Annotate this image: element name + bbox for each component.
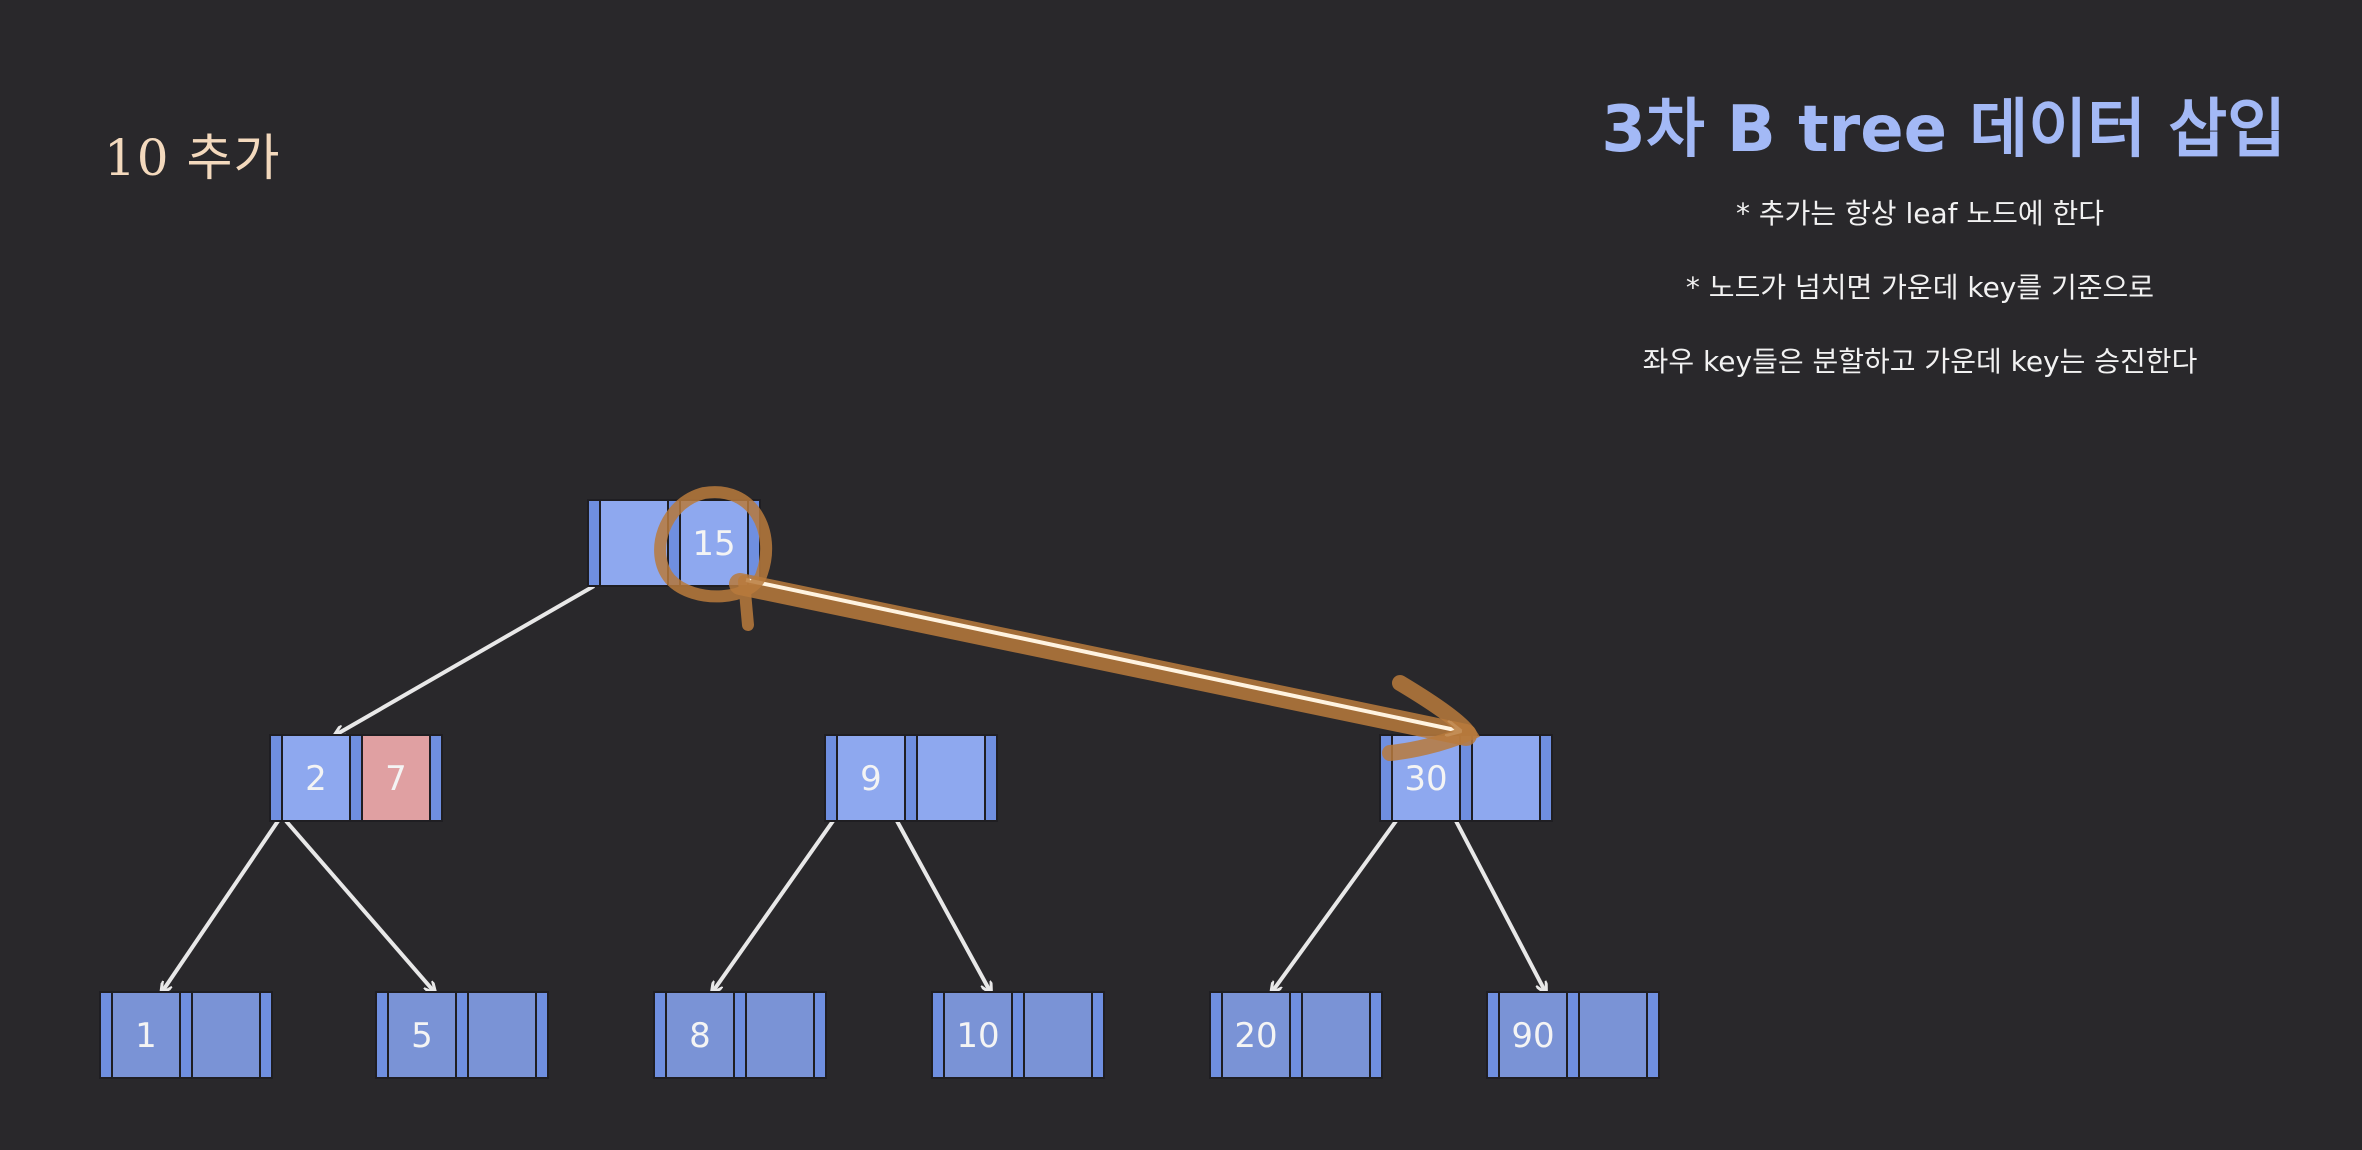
pointer-slot bbox=[535, 991, 549, 1079]
rule-line-1: * 추가는 항상 leaf 노드에 한다 bbox=[1735, 197, 2105, 230]
pointer-slot bbox=[1091, 991, 1105, 1079]
internal-node: 30 bbox=[1379, 734, 1553, 822]
pointer-slot bbox=[1459, 734, 1473, 822]
internal-node: 9 bbox=[824, 734, 998, 822]
pointer-slot bbox=[99, 991, 113, 1079]
rule-line-2: * 노드가 넘치면 가운데 key를 기준으로 bbox=[1685, 271, 2155, 304]
leaf-node: 90 bbox=[1486, 991, 1660, 1079]
key-cell bbox=[281, 734, 351, 822]
pointer-slot bbox=[1369, 991, 1383, 1079]
key-label: 7 bbox=[385, 759, 407, 799]
key-cell bbox=[1301, 991, 1371, 1079]
edge-left-leaf1 bbox=[162, 819, 280, 992]
key-label: 10 bbox=[956, 1016, 999, 1056]
rule-line-3: 좌우 key들은 분할하고 가운데 key는 승진한다 bbox=[1642, 345, 2198, 378]
key-label: 30 bbox=[1404, 759, 1447, 799]
pointer-slot bbox=[1539, 734, 1553, 822]
annotation-arrow-tip bbox=[1382, 675, 1481, 761]
pointer-slot bbox=[1011, 991, 1025, 1079]
key-label: 15 bbox=[692, 524, 735, 564]
annotation-highlight-stroke bbox=[729, 573, 1477, 746]
key-label: 8 bbox=[689, 1016, 711, 1056]
key-label: 5 bbox=[411, 1016, 433, 1056]
edge-right-leaf2 bbox=[1454, 820, 1545, 992]
edge-right-leaf1 bbox=[1272, 819, 1398, 992]
pointer-slot bbox=[1566, 991, 1580, 1079]
annotation-circle bbox=[654, 486, 773, 631]
pointer-slot bbox=[259, 991, 273, 1079]
key-cell bbox=[836, 734, 906, 822]
key-cell bbox=[387, 991, 457, 1079]
leaf-node: 8 bbox=[653, 991, 827, 1079]
pointer-slot bbox=[1289, 991, 1303, 1079]
key-cell bbox=[191, 991, 261, 1079]
key-cell bbox=[1471, 734, 1541, 822]
key-cell bbox=[467, 991, 537, 1079]
edge-left-leaf2 bbox=[284, 819, 434, 992]
key-label: 9 bbox=[860, 759, 882, 799]
leaf-node: 20 bbox=[1209, 991, 1383, 1079]
pointer-slot bbox=[587, 499, 601, 587]
pointer-slot bbox=[1209, 991, 1223, 1079]
pointer-slot bbox=[179, 991, 193, 1079]
pointer-slot bbox=[824, 734, 838, 822]
pointer-slot bbox=[904, 734, 918, 822]
pointer-slot bbox=[375, 991, 389, 1079]
key-cell bbox=[1498, 991, 1568, 1079]
key-label: 90 bbox=[1511, 1016, 1554, 1056]
step-label: 10 추가 bbox=[104, 129, 281, 187]
key-cell bbox=[916, 734, 986, 822]
key-label: 1 bbox=[135, 1016, 157, 1056]
edge-mid-leaf1 bbox=[712, 819, 835, 992]
pointer-slot bbox=[455, 991, 469, 1079]
pointer-slot bbox=[269, 734, 283, 822]
pointer-slot bbox=[429, 734, 443, 822]
leaf-node: 10 bbox=[931, 991, 1105, 1079]
key-cell bbox=[111, 991, 181, 1079]
key-label: 20 bbox=[1234, 1016, 1277, 1056]
key-cell bbox=[1578, 991, 1648, 1079]
slide-title: 3차 B tree 데이터 삽입 bbox=[1601, 93, 2286, 167]
pointer-slot bbox=[984, 734, 998, 822]
pointer-slot bbox=[813, 991, 827, 1079]
pointer-slot bbox=[349, 734, 363, 822]
leaf-node: 5 bbox=[375, 991, 549, 1079]
key-cell bbox=[361, 734, 431, 822]
pointer-slot bbox=[653, 991, 667, 1079]
leaf-node: 1 bbox=[99, 991, 273, 1079]
key-cell bbox=[665, 991, 735, 1079]
pointer-slot bbox=[733, 991, 747, 1079]
edge-mid-leaf2 bbox=[895, 820, 990, 992]
pointer-slot bbox=[1646, 991, 1660, 1079]
key-cell bbox=[1221, 991, 1291, 1079]
edge-root-right bbox=[745, 578, 1460, 731]
key-label: 2 bbox=[305, 759, 327, 799]
pointer-slot bbox=[931, 991, 945, 1079]
key-cell bbox=[943, 991, 1013, 1079]
key-cell bbox=[1023, 991, 1093, 1079]
pointer-slot bbox=[1486, 991, 1500, 1079]
edge-root-left bbox=[335, 584, 595, 735]
key-cell bbox=[745, 991, 815, 1079]
